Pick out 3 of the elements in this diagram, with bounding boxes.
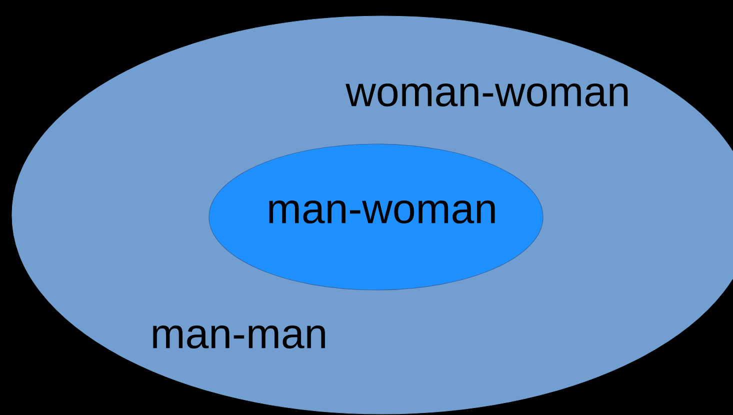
node-label: woman-woman bbox=[346, 83, 628, 107]
ellipse-region: man-woman bbox=[208, 144, 544, 290]
node-label: man-man bbox=[153, 326, 325, 349]
